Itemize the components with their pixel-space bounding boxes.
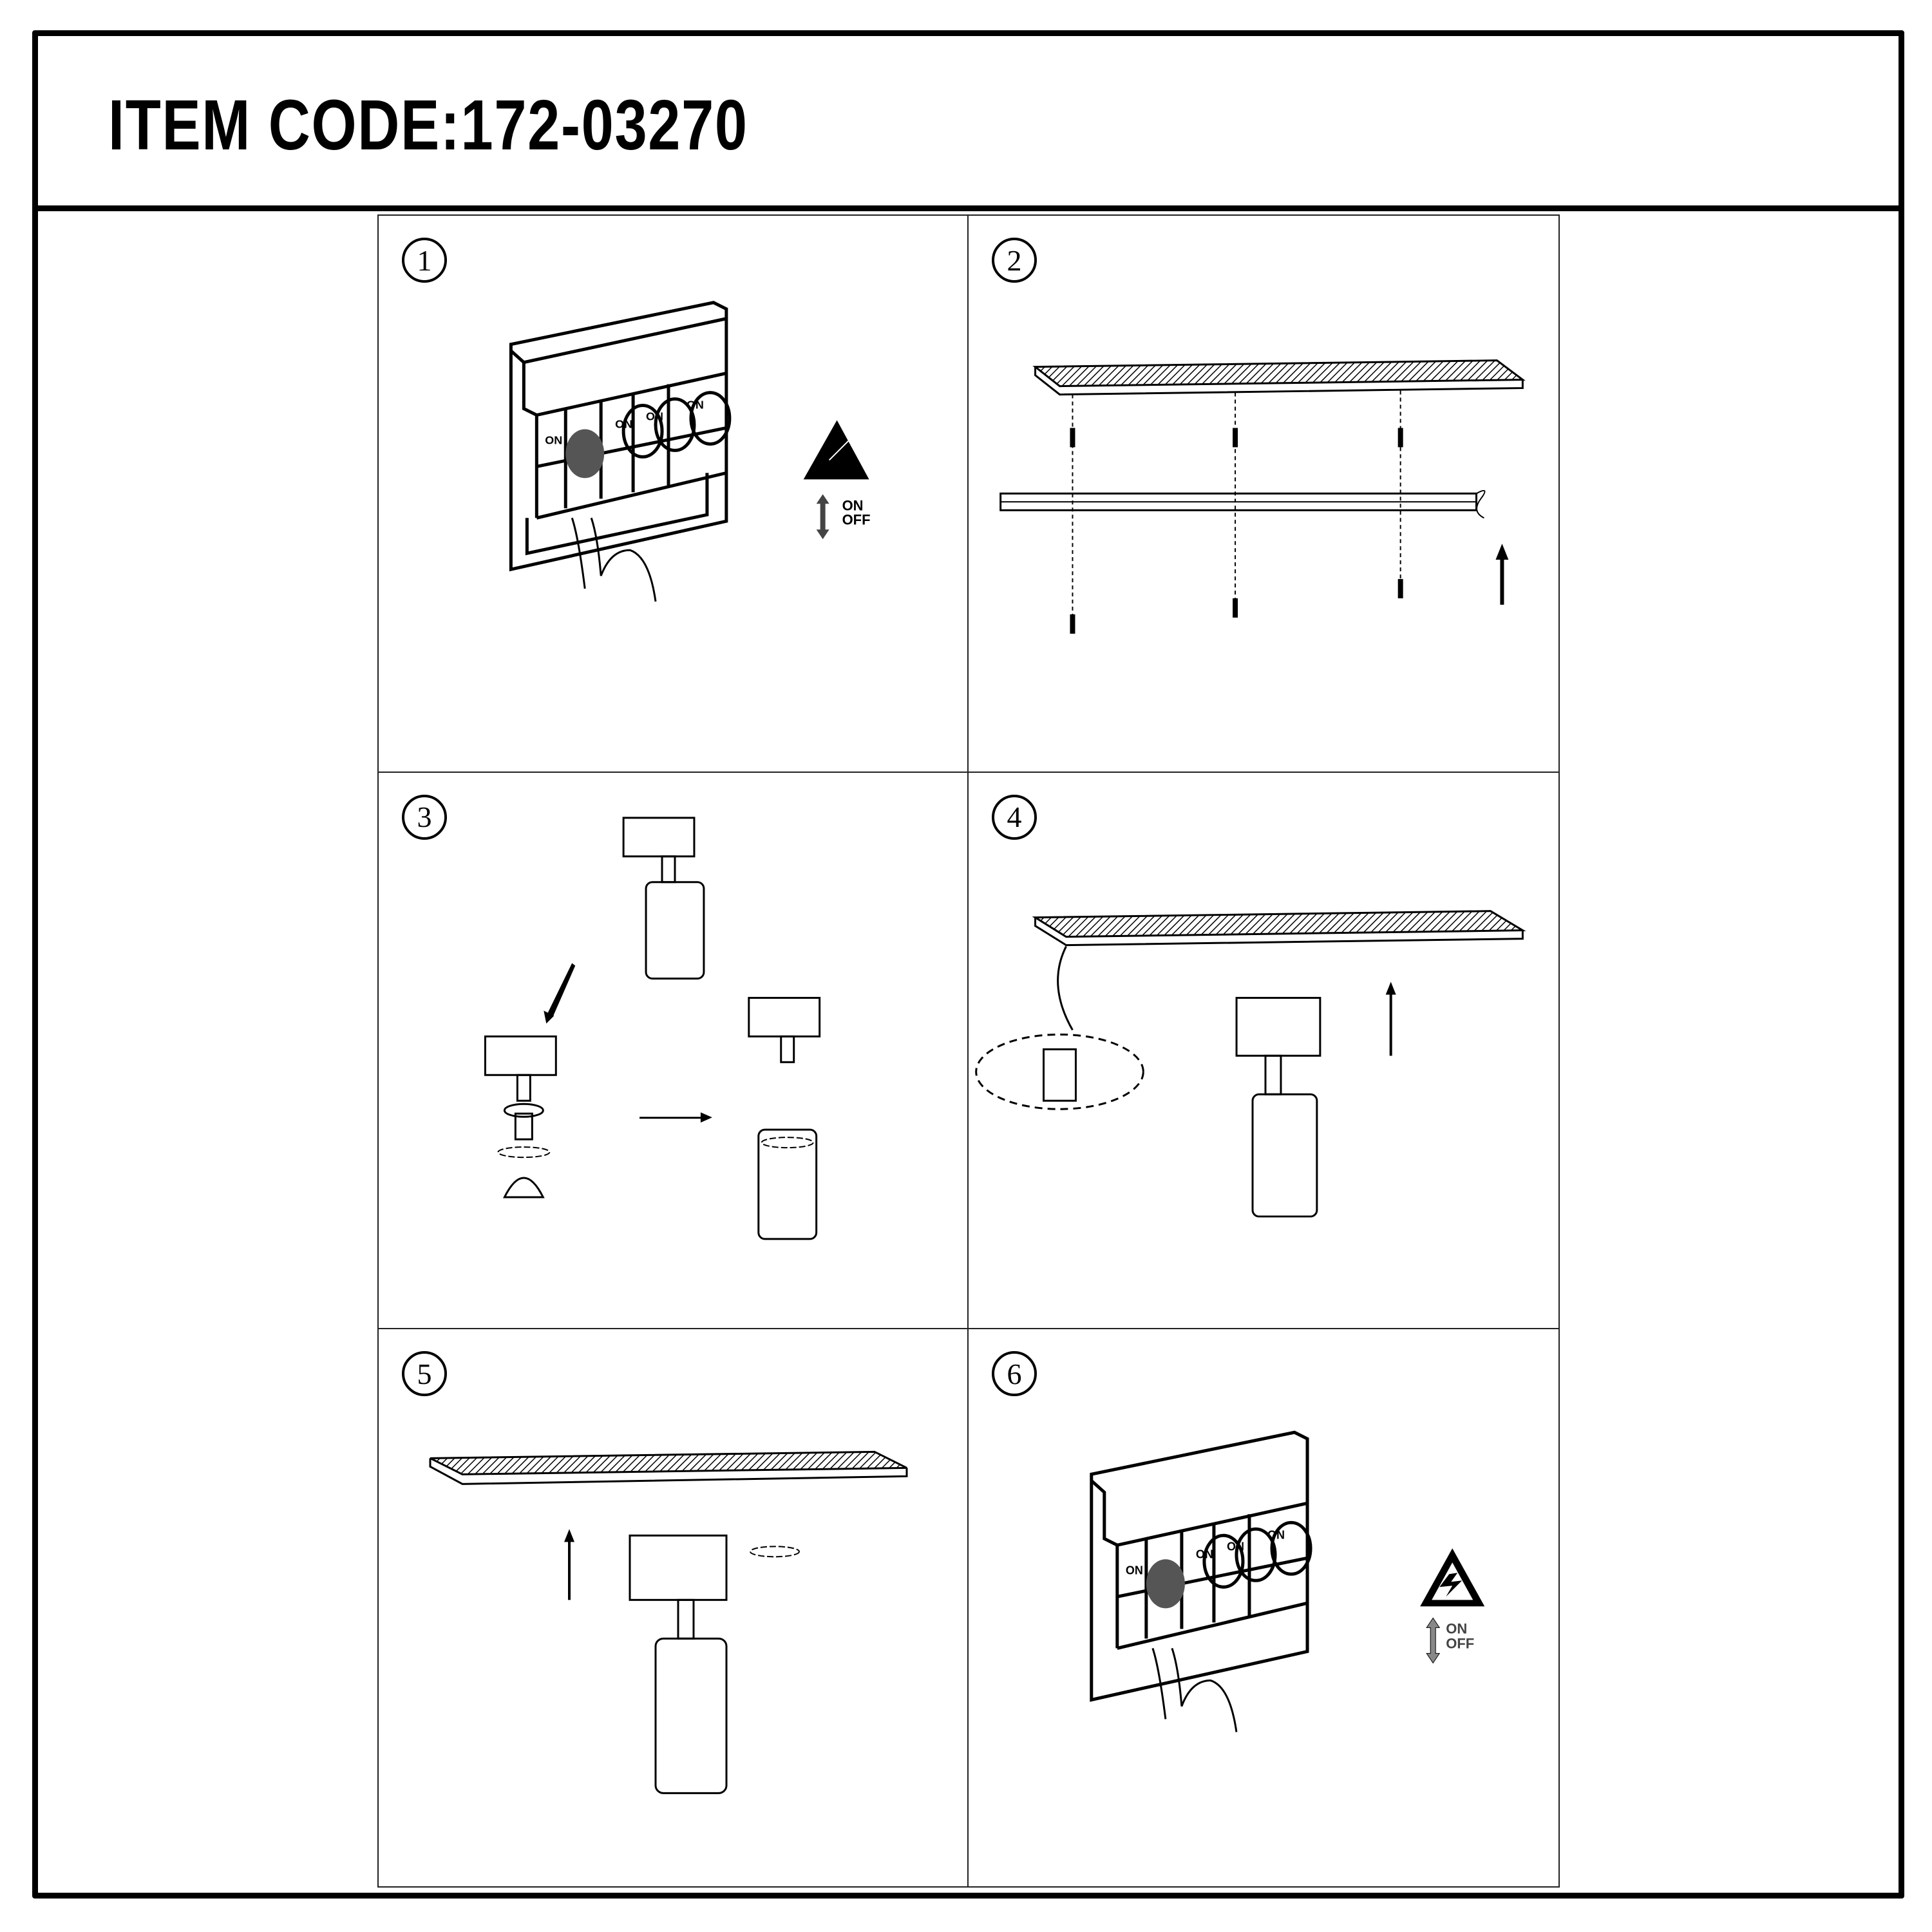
svg-text:OFF: OFF — [1446, 1636, 1474, 1652]
step-number-1: 1 — [402, 238, 447, 283]
on-off-arrow-icon — [1426, 1617, 1441, 1664]
svg-text:ON: ON — [1267, 1529, 1285, 1542]
connector-detail-callout — [975, 1033, 1144, 1110]
warning-triangle-icon — [803, 420, 869, 480]
up-arrow-icon — [564, 1529, 574, 1600]
step-number-4: 4 — [992, 794, 1037, 840]
svg-text:ON: ON — [842, 497, 864, 513]
svg-text:ON: ON — [1126, 1564, 1143, 1577]
step-panel-2: 2 — [969, 216, 1558, 773]
step-panel-6: 6 ON ON ON ON — [969, 1329, 1558, 1886]
svg-text:ON: ON — [1227, 1540, 1244, 1553]
header-divider — [32, 205, 1904, 211]
step-number-2: 2 — [992, 238, 1037, 283]
breaker-switch-off-illustration: ON ON ON ON ON OFF — [509, 301, 871, 602]
track-mount-ceiling-illustration — [999, 359, 1526, 634]
step-number-5: 5 — [402, 1351, 447, 1397]
step-number-6: 6 — [992, 1351, 1037, 1397]
step-panel-4: 4 — [969, 773, 1558, 1330]
wiring-connection-illustration — [975, 909, 1526, 1218]
attach-spotlight-illustration — [429, 1451, 908, 1795]
svg-text:ON: ON — [615, 417, 632, 430]
svg-text:OFF: OFF — [842, 511, 871, 527]
svg-text:ON: ON — [545, 433, 562, 446]
svg-text:ON: ON — [1196, 1548, 1213, 1561]
instruction-grid: 1 ON ON — [377, 214, 1560, 1888]
rotate-arrows-icon — [497, 1136, 814, 1158]
high-voltage-icon — [1420, 1548, 1485, 1607]
breaker-switch-on-illustration: ON ON ON ON ON OFF — [1090, 1430, 1485, 1733]
step-panel-1: 1 ON ON — [379, 216, 969, 773]
svg-text:ON: ON — [1446, 1621, 1467, 1637]
svg-text:ON: ON — [687, 399, 704, 412]
on-off-arrow-icon — [816, 494, 829, 540]
step-panel-5: 5 — [379, 1329, 969, 1886]
item-code-title: ITEM CODE:172-03270 — [108, 86, 748, 165]
up-arrow-icon — [1495, 544, 1509, 605]
svg-text:ON: ON — [646, 410, 663, 423]
page-frame — [32, 30, 1904, 1899]
step-panel-3: 3 — [379, 772, 969, 1330]
rotate-arrows-icon — [750, 1546, 800, 1558]
up-arrow-icon — [1385, 981, 1396, 1056]
bulb-install-illustration — [484, 817, 821, 1240]
step-number-3: 3 — [402, 794, 447, 840]
